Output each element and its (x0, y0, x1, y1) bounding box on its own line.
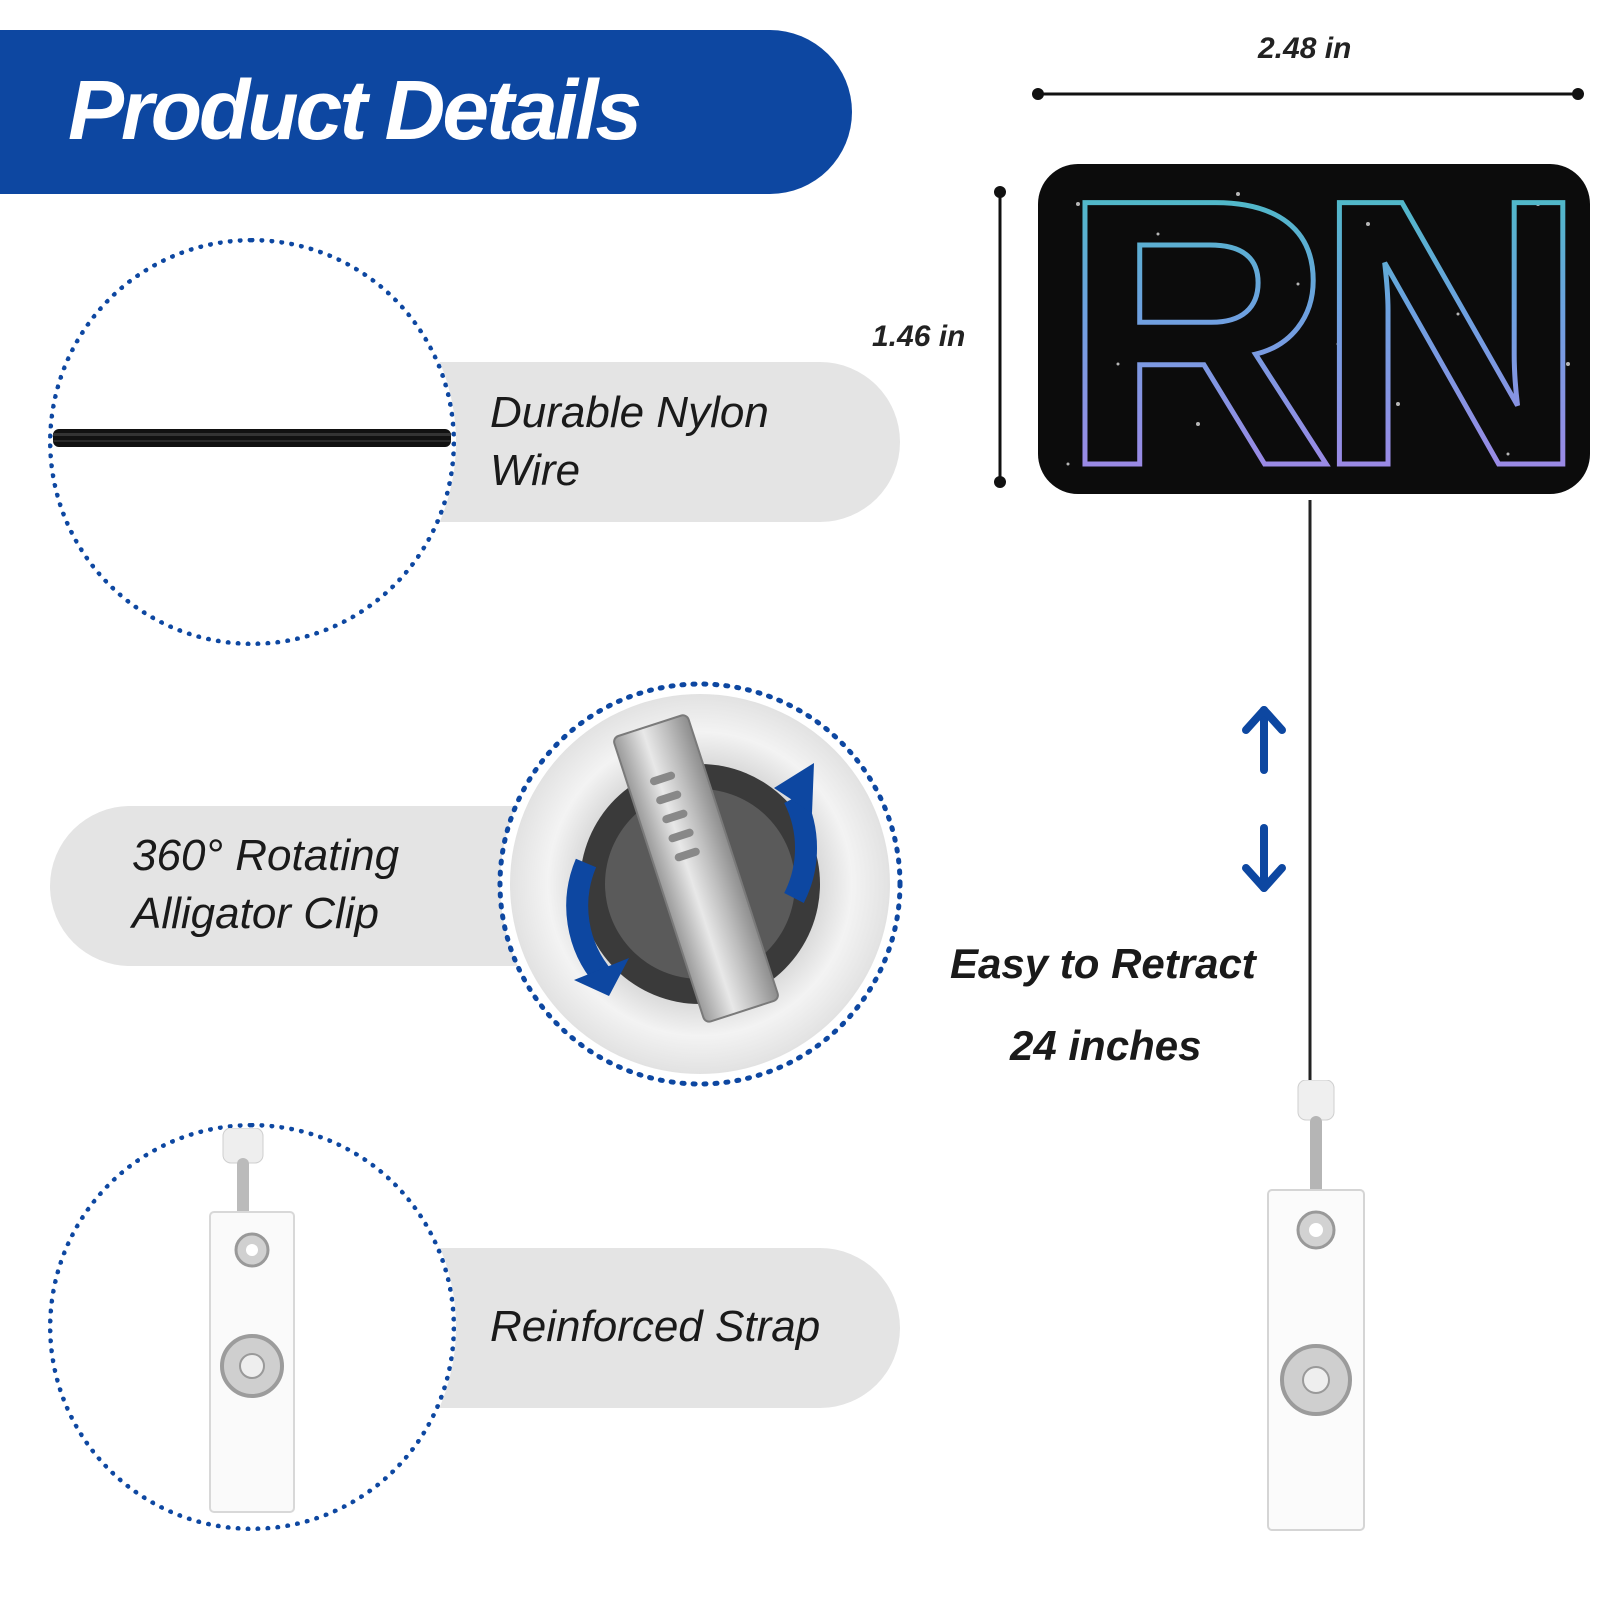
retract-wire (1308, 500, 1312, 1090)
header-banner (0, 30, 852, 194)
feature-pill-reinforced-strap (390, 1248, 900, 1408)
retract-label: Easy to Retract (950, 940, 1256, 987)
height-dimension-line (994, 186, 1006, 488)
retract-length-label: 24 inches (1010, 1022, 1202, 1069)
page-title: Product Details (68, 63, 642, 157)
width-dimension-label: 2.48 in (1258, 32, 1352, 65)
feature-pill-rotating-clip (50, 806, 570, 966)
width-dimension-line (1032, 88, 1584, 100)
rn-badge: RN (1038, 164, 1590, 502)
feature-nylon-wire-text: Durable Nylon Wire (490, 384, 769, 500)
feature-line: 360° Rotating (132, 831, 400, 880)
feature-line: Durable Nylon (490, 388, 769, 437)
nylon-wire-circle (48, 238, 456, 646)
rn-badge-text: RN (1060, 164, 1569, 502)
feature-line: Alligator Clip (132, 889, 379, 938)
badge-strap-image (1267, 1080, 1365, 1531)
reinforced-strap-circle (48, 1123, 456, 1531)
rotating-clip-circle (497, 681, 903, 1087)
feature-pill-nylon-wire (390, 362, 900, 522)
retract-arrows-icon (1242, 706, 1286, 892)
feature-rotating-clip-text: 360° Rotating Alligator Clip (132, 827, 399, 943)
feature-line: Wire (490, 446, 581, 495)
nylon-wire-image (53, 429, 451, 447)
height-dimension-label: 1.46 in (872, 320, 966, 353)
strap-image (209, 1128, 295, 1513)
feature-reinforced-strap-text: Reinforced Strap (490, 1302, 821, 1351)
